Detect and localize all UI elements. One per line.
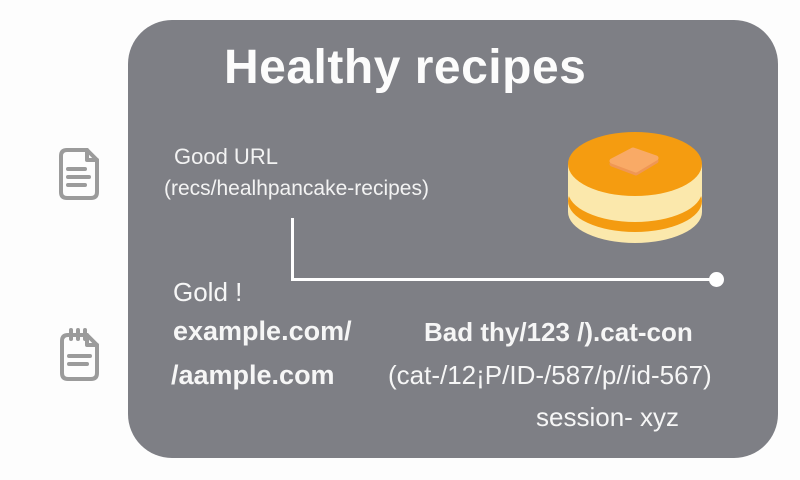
- butter-pat-icon: [609, 147, 659, 176]
- bad-url-line-3: session- xyz: [536, 402, 680, 432]
- bad-url-line-2: (cat-/12¡P/ID-/587/p//id-567): [388, 360, 712, 390]
- pancake-illustration: [568, 132, 702, 243]
- good-domain-line-1: example.com/: [173, 316, 352, 346]
- good-url-label: Good URL: [174, 144, 278, 169]
- good-domain-line-2: /aample.com: [171, 360, 335, 390]
- connector-endpoint-dot: [709, 272, 724, 287]
- document-icon: [59, 148, 99, 200]
- gold-label: Gold !: [173, 277, 243, 307]
- info-card: Healthy recipes Good URL (recs/healhpanc…: [128, 20, 778, 458]
- good-url-value: (recs/healhpancake-recipes): [164, 177, 429, 200]
- connector-line-horizontal: [291, 278, 717, 281]
- connector-line-vertical: [291, 218, 294, 281]
- notepad-icon: [60, 328, 99, 381]
- card-title: Healthy recipes: [224, 41, 587, 94]
- bad-url-line-1: Bad thy/123 /).cat-con: [424, 317, 693, 347]
